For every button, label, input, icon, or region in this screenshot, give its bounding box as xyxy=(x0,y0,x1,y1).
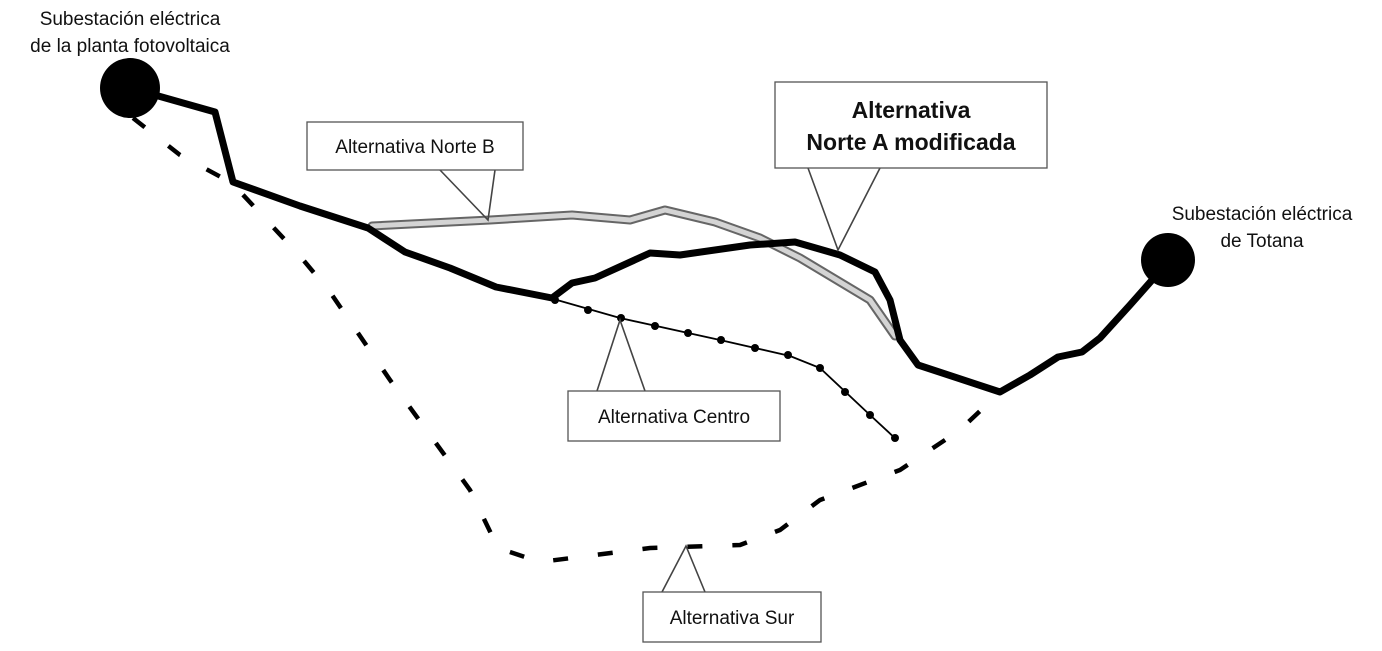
centro-marker xyxy=(617,314,625,322)
callout-centro-pointer xyxy=(596,317,646,392)
centro-marker xyxy=(866,411,874,419)
callout-norte-b-box xyxy=(306,121,524,171)
substation-destination-label-line2: de Totana xyxy=(1220,231,1304,252)
centro-marker xyxy=(816,364,824,372)
callout-centro-box xyxy=(567,390,781,442)
route-centro-markers xyxy=(551,296,899,442)
centro-marker xyxy=(717,336,725,344)
substation-destination-label-line1: Subestación eléctrica xyxy=(1172,204,1353,225)
centro-marker xyxy=(784,351,792,359)
centro-marker xyxy=(891,434,899,442)
callout-norte-a-label-line1: Alternativa xyxy=(852,97,971,123)
callout-norte-b-pointer xyxy=(439,169,496,222)
centro-marker xyxy=(684,329,692,337)
centro-marker xyxy=(841,388,849,396)
centro-marker xyxy=(584,306,592,314)
substation-destination-marker xyxy=(1141,233,1195,287)
callout-centro-label: Alternativa Centro xyxy=(598,407,750,428)
callout-norte-a: Alternativa Norte A modificada xyxy=(774,81,1048,252)
centro-marker xyxy=(751,344,759,352)
route-sur-line xyxy=(131,116,1002,565)
callout-norte-a-label-line2: Norte A modificada xyxy=(806,129,1015,155)
substation-origin-marker xyxy=(100,58,160,118)
callout-centro: Alternativa Centro xyxy=(567,317,781,442)
callout-sur-label: Alternativa Sur xyxy=(670,608,795,629)
callout-sur: Alternativa Sur xyxy=(642,544,822,643)
route-norte-a-line xyxy=(126,84,1172,396)
callout-sur-pointer xyxy=(661,544,706,593)
callout-norte-b-label: Alternativa Norte B xyxy=(335,137,494,158)
callout-norte-a-box xyxy=(774,81,1048,169)
centro-marker xyxy=(651,322,659,330)
callout-sur-box xyxy=(642,591,822,643)
substation-origin-label-line1: Subestación eléctrica xyxy=(40,9,221,30)
route-norte-b-fill xyxy=(369,207,898,339)
route-norte-b-outline xyxy=(367,205,900,341)
substation-origin-label-line2: de la planta fotovoltaica xyxy=(30,36,230,57)
callout-norte-b: Alternativa Norte B xyxy=(306,121,524,222)
callout-norte-a-pointer xyxy=(807,167,881,252)
